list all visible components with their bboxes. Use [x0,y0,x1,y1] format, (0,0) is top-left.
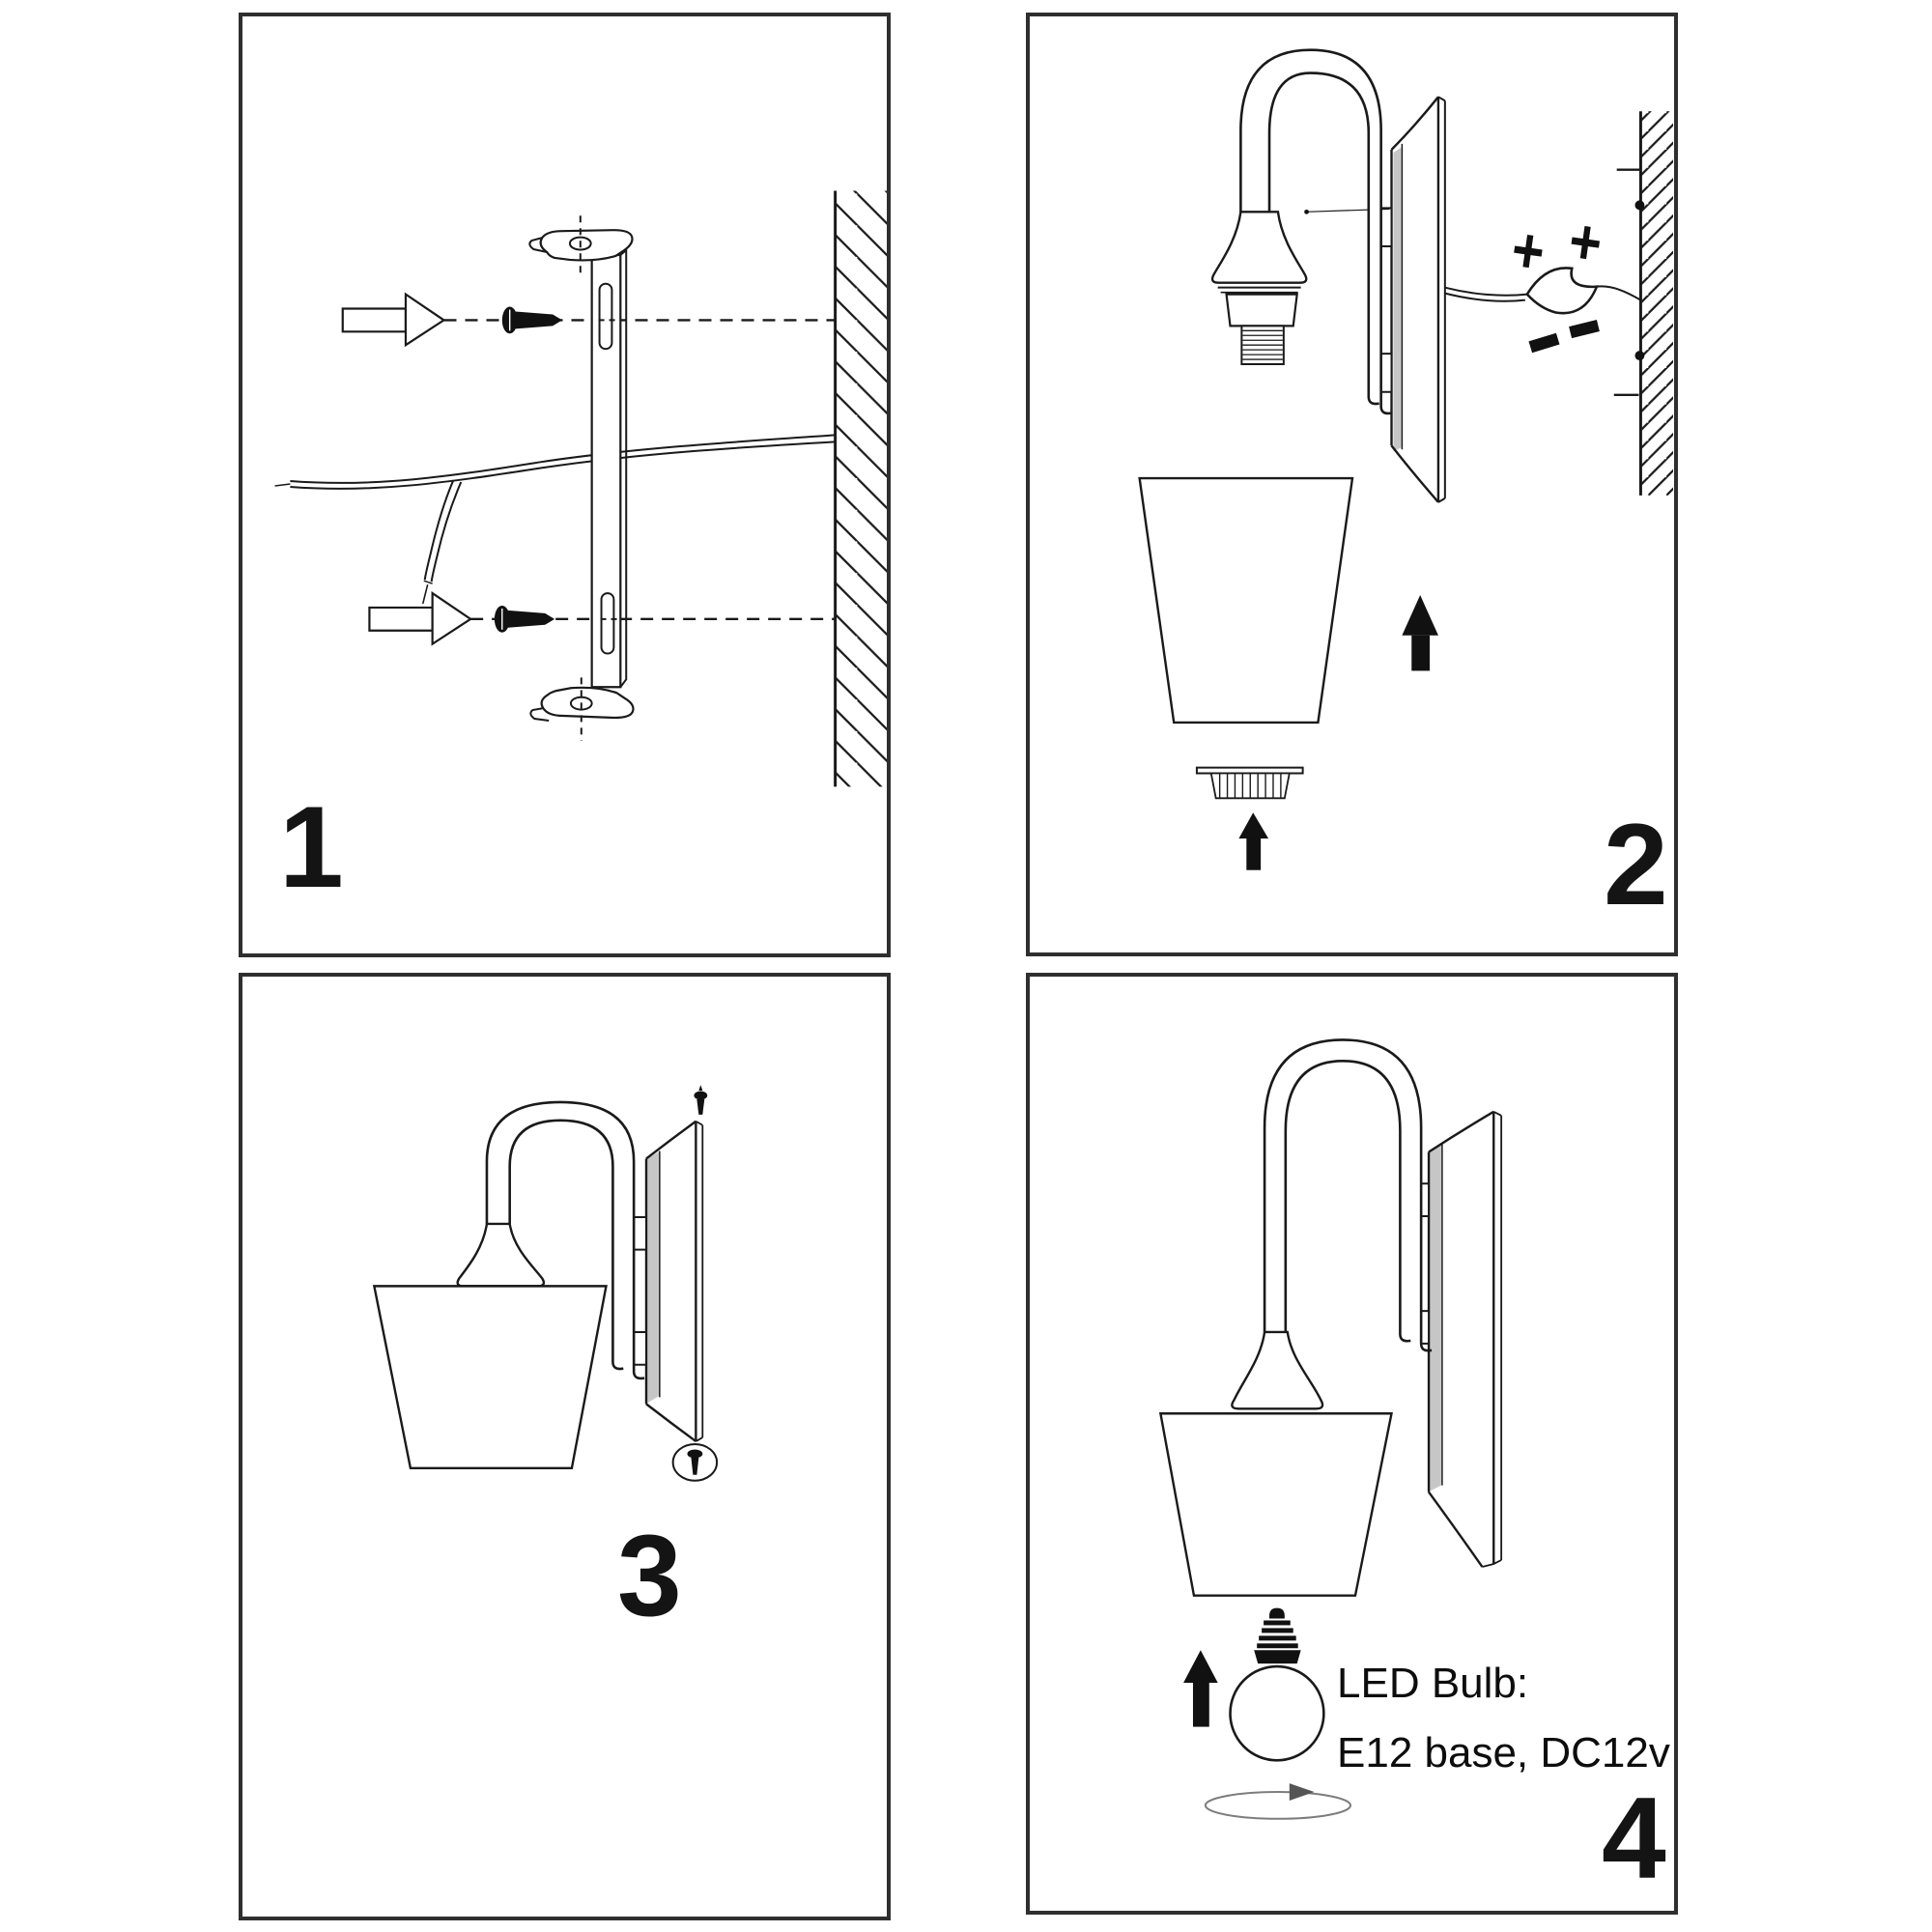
rotation-arrow-icon [1206,1783,1350,1819]
lamp-socket-cover [1232,1332,1322,1408]
lamp-arm [1240,50,1391,414]
wall-anchor-arrow-icon [343,295,470,644]
led-bulb-icon [1231,1607,1324,1761]
power-wires [275,435,836,604]
step-number: 3 [617,1511,682,1640]
panel-step-3: 3 [239,973,891,1920]
panel-step-4: LED Bulb: E12 base, DC12v 4 [1026,973,1678,1915]
bracket-slot [600,284,612,349]
retainer-ring [1197,768,1303,799]
step-number: 1 [279,782,344,912]
assembled-lamp-diagram [242,1085,887,1917]
wire-terminal-dot [1634,200,1645,211]
lamp-shade [1140,478,1352,723]
wall-plate [633,1122,702,1441]
wall-plate [1415,1112,1501,1567]
circled-screw-icon [673,1444,717,1481]
top-screw-icon [694,1085,708,1115]
bulb-spec-line1: LED Bulb: [1337,1660,1529,1707]
screw-axis-dashes [443,320,835,618]
panel-step-2: + + − − [1026,13,1678,956]
lamp-shade [374,1286,606,1467]
lamp-socket-cover [458,1224,544,1286]
wire-connection [1445,268,1641,313]
lamp-arm [1264,1039,1432,1353]
bracket-mounting-diagram [242,190,887,787]
panel-step-1: 1 [239,13,891,957]
wall-hatch [836,190,887,787]
mounting-bracket [529,215,633,741]
polarity-symbols: + + − − [1507,205,1615,406]
up-arrow-icon [1183,1650,1218,1727]
step-number: 2 [1604,800,1668,929]
screw-icon [494,306,563,633]
step-number: 4 [1602,1774,1666,1903]
wall [1614,111,1674,496]
bracket-slot [602,593,614,653]
lamp-shade [1160,1413,1391,1595]
bulb-install-diagram [1030,977,1674,1911]
wall [836,190,887,787]
up-arrow-icon [1238,595,1438,870]
wire-terminal-dot [1634,351,1645,361]
bulb-spec-line2: E12 base, DC12v [1337,1729,1670,1776]
lamp-arm [487,1102,644,1380]
wall-hatch [1641,111,1674,496]
wiring-and-shade-diagram: + + − − [1030,16,1674,870]
lamp-socket [1212,212,1306,364]
